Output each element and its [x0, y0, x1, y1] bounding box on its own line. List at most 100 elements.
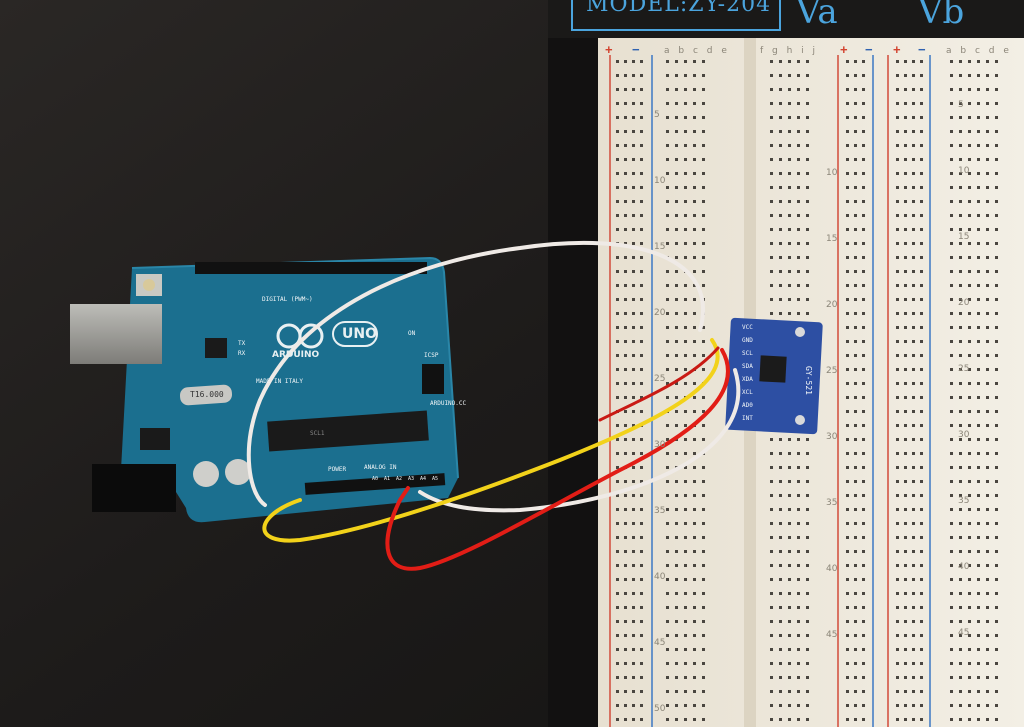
breadboard-hole [779, 550, 782, 553]
breadboard-hole [904, 88, 907, 91]
atmega-chip [267, 410, 429, 452]
breadboard-row-number: 10 [826, 168, 838, 178]
breadboard-hole [640, 214, 643, 217]
breadboard-hole [846, 578, 849, 581]
breadboard-hole [846, 648, 849, 651]
breadboard-hole [862, 718, 865, 721]
breadboard-hole [995, 494, 998, 497]
breadboard-hole [770, 718, 773, 721]
breadboard-hole [968, 592, 971, 595]
breadboard-hole [959, 662, 962, 665]
breadboard-hole [675, 620, 678, 623]
breadboard-hole [702, 326, 705, 329]
breadboard-hole [904, 256, 907, 259]
breadboard-hole [977, 368, 980, 371]
breadboard-hole [920, 606, 923, 609]
breadboard-hole [862, 284, 865, 287]
breadboard-hole [632, 508, 635, 511]
breadboard-hole [779, 592, 782, 595]
breadboard-hole [854, 130, 857, 133]
breadboard-hole [797, 522, 800, 525]
breadboard-hole [846, 158, 849, 161]
breadboard-hole [666, 88, 669, 91]
breadboard-hole [666, 438, 669, 441]
white-wire-2 [418, 368, 741, 513]
breadboard-hole [797, 74, 800, 77]
breadboard-hole [912, 200, 915, 203]
breadboard-hole [702, 662, 705, 665]
breadboard-hole [684, 410, 687, 413]
breadboard-hole [666, 228, 669, 231]
breadboard-hole [624, 214, 627, 217]
breadboard-hole [854, 536, 857, 539]
breadboard-hole [854, 620, 857, 623]
breadboard-hole [950, 718, 953, 721]
breadboard-hole [788, 508, 791, 511]
breadboard-hole [846, 564, 849, 567]
analog-pin-label: A1 [384, 476, 391, 482]
breadboard-hole [968, 452, 971, 455]
breadboard-hole [862, 452, 865, 455]
breadboard-hole [806, 284, 809, 287]
breadboard-hole [693, 522, 696, 525]
breadboard-hole [862, 354, 865, 357]
breadboard-hole [666, 298, 669, 301]
breadboard-hole [693, 144, 696, 147]
breadboard-hole [693, 494, 696, 497]
breadboard-hole [854, 410, 857, 413]
breadboard-hole [986, 74, 989, 77]
breadboard-hole [702, 242, 705, 245]
breadboard-hole [616, 144, 619, 147]
breadboard-hole [959, 606, 962, 609]
breadboard-hole [896, 550, 899, 553]
breadboard-hole [977, 466, 980, 469]
breadboard-hole [968, 662, 971, 665]
breadboard-hole [632, 410, 635, 413]
breadboard-hole [806, 88, 809, 91]
breadboard-hole [862, 172, 865, 175]
breadboard-hole [904, 522, 907, 525]
breadboard-hole [862, 578, 865, 581]
breadboard-hole [959, 60, 962, 63]
breadboard-hole [788, 494, 791, 497]
breadboard-hole [904, 60, 907, 63]
breadboard-hole [806, 116, 809, 119]
breadboard-hole [904, 508, 907, 511]
breadboard-hole [779, 438, 782, 441]
breadboard-hole [995, 578, 998, 581]
breadboard-hole [770, 284, 773, 287]
breadboard-hole [616, 564, 619, 567]
breadboard-hole [995, 368, 998, 371]
breadboard-hole [675, 312, 678, 315]
breadboard-hole [632, 536, 635, 539]
breadboard-hole [640, 340, 643, 343]
breadboard-hole [854, 662, 857, 665]
breadboard-hole [640, 74, 643, 77]
breadboard-hole [779, 214, 782, 217]
breadboard-hole [959, 550, 962, 553]
breadboard-hole [779, 102, 782, 105]
breadboard-hole [616, 536, 619, 539]
breadboard-row-number: 40 [654, 572, 666, 582]
breadboard-hole [846, 326, 849, 329]
breadboard-hole [693, 102, 696, 105]
breadboard-hole [977, 326, 980, 329]
breadboard-hole [684, 88, 687, 91]
breadboard-hole [968, 214, 971, 217]
breadboard-hole [862, 550, 865, 553]
breadboard-hole [896, 606, 899, 609]
breadboard-hole [693, 228, 696, 231]
breadboard-hole [675, 536, 678, 539]
breadboard-hole [862, 438, 865, 441]
breadboard-hole [854, 438, 857, 441]
breadboard-hole [904, 354, 907, 357]
analog-pin-label: A5 [432, 476, 439, 482]
breadboard-hole [995, 242, 998, 245]
breadboard-hole [675, 270, 678, 273]
breadboard-hole [770, 592, 773, 595]
breadboard-hole [797, 214, 800, 217]
breadboard-hole [632, 130, 635, 133]
breadboard-hole [950, 214, 953, 217]
breadboard-hole [862, 116, 865, 119]
breadboard-hole [666, 550, 669, 553]
